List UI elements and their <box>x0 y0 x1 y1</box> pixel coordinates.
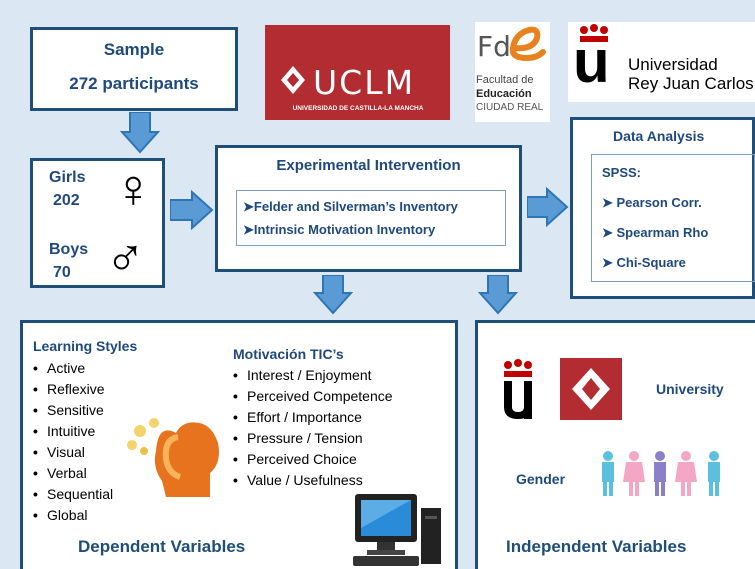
analysis-item: ➤ Pearson Corr. <box>602 195 702 210</box>
learning-style-item: Sequential <box>33 484 113 505</box>
arrow-sample-to-gender <box>120 112 160 154</box>
computer-icon <box>353 494 441 566</box>
male-symbol-icon: ♂ <box>105 226 146 286</box>
fde-logo-line2: Educación <box>476 88 532 100</box>
girls-count: 202 <box>53 192 80 209</box>
arrow-gender-to-intervention <box>170 190 214 230</box>
independent-variables-footer: Independent Variables <box>506 537 687 556</box>
gender-box: Girls 202 ♀ Boys 70 ♂ <box>30 158 165 288</box>
urjc-small-logo-icon <box>504 359 532 419</box>
urjc-logo-line2: Rey Juan Carlos <box>628 74 754 93</box>
female-symbol-icon: ♀ <box>113 159 154 219</box>
learning-style-item: Reflexive <box>33 379 113 400</box>
arrow-intervention-to-dependent <box>313 275 353 315</box>
learning-styles-list: Active Reflexive Sensitive Intuitive Vis… <box>33 358 113 526</box>
uclm-logo: UCLM UNIVERSIDAD DE CASTILLA-LA MANCHA <box>265 25 450 120</box>
motivation-item: Effort / Importance <box>233 407 393 428</box>
fde-e-icon <box>509 26 546 62</box>
uclm-emblem-icon <box>281 66 305 94</box>
girls-label: Girls <box>49 169 86 186</box>
fde-logo-mark: Fd <box>477 30 511 63</box>
uclm-logo-name: UCLM <box>313 63 416 102</box>
analysis-item: ➤ Chi-Square <box>602 255 686 270</box>
arrow-intervention-to-independent <box>478 275 518 315</box>
urjc-logo-letter: u <box>573 28 610 95</box>
fde-logo: Fd Facultad de Educación CIUDAD REAL <box>475 22 550 122</box>
uclm-logo-subtitle: UNIVERSIDAD DE CASTILLA-LA MANCHA <box>292 105 424 112</box>
learning-style-item: Sensitive <box>33 400 113 421</box>
motivation-item: Perceived Competence <box>233 386 393 407</box>
sample-box: Sample 272 participants <box>30 27 238 111</box>
learning-style-item: Global <box>33 505 113 526</box>
urjc-crown-icon <box>580 24 608 42</box>
motivation-item: Value / Usefulness <box>233 470 393 491</box>
uclm-small-logo-icon <box>560 358 622 420</box>
urjc-logo: u Universidad Rey Juan Carlos <box>568 22 755 102</box>
urjc-logo-line1: Universidad <box>628 55 718 74</box>
arrow-intervention-to-analysis <box>527 187 569 227</box>
sample-title: Sample <box>103 40 165 59</box>
motivation-list: Interest / Enjoyment Perceived Competenc… <box>233 365 393 491</box>
head-puzzle-icon <box>127 418 219 497</box>
dependent-variables-box: Learning Styles Active Reflexive Sensiti… <box>20 320 458 569</box>
sample-participants: 272 participants <box>69 74 199 93</box>
analysis-list: SPSS: ➤ Pearson Corr. ➤ Spearman Rho ➤ C… <box>591 154 755 282</box>
motivation-item: Pressure / Tension <box>233 428 393 449</box>
learning-style-item: Active <box>33 358 113 379</box>
boys-label: Boys <box>49 241 89 258</box>
analysis-title: Data Analysis <box>613 128 705 144</box>
intervention-box: Experimental Intervention ➤Felder and Si… <box>215 145 522 272</box>
intervention-list: ➤Felder and Silverman’s Inventory ➤Intri… <box>236 190 506 246</box>
learning-style-item: Verbal <box>33 463 113 484</box>
fde-logo-line1: Facultad de <box>476 74 534 86</box>
dependent-variables-footer: Dependent Variables <box>78 537 246 556</box>
people-gender-icon <box>602 451 720 496</box>
learning-styles-title: Learning Styles <box>33 338 138 354</box>
fde-logo-line3: CIUDAD REAL <box>476 102 544 113</box>
learning-style-item: Intuitive <box>33 421 113 442</box>
independent-variables-box: University Gender Independent Variables <box>475 320 755 569</box>
intervention-item: ➤Intrinsic Motivation Inventory <box>243 222 436 237</box>
motivation-title: Motivación TIC’s <box>233 346 344 362</box>
learning-style-item: Visual <box>33 442 113 463</box>
analysis-box: Data Analysis SPSS: ➤ Pearson Corr. ➤ Sp… <box>570 117 755 299</box>
intervention-title: Experimental Intervention <box>276 157 461 174</box>
analysis-item: ➤ Spearman Rho <box>602 225 709 240</box>
intervention-item: ➤Felder and Silverman’s Inventory <box>243 199 458 214</box>
university-label: University <box>656 381 724 397</box>
analysis-tool: SPSS: <box>602 165 642 180</box>
boys-count: 70 <box>53 264 71 281</box>
gender-label: Gender <box>516 471 566 487</box>
motivation-item: Interest / Enjoyment <box>233 365 393 386</box>
motivation-item: Perceived Choice <box>233 449 393 470</box>
